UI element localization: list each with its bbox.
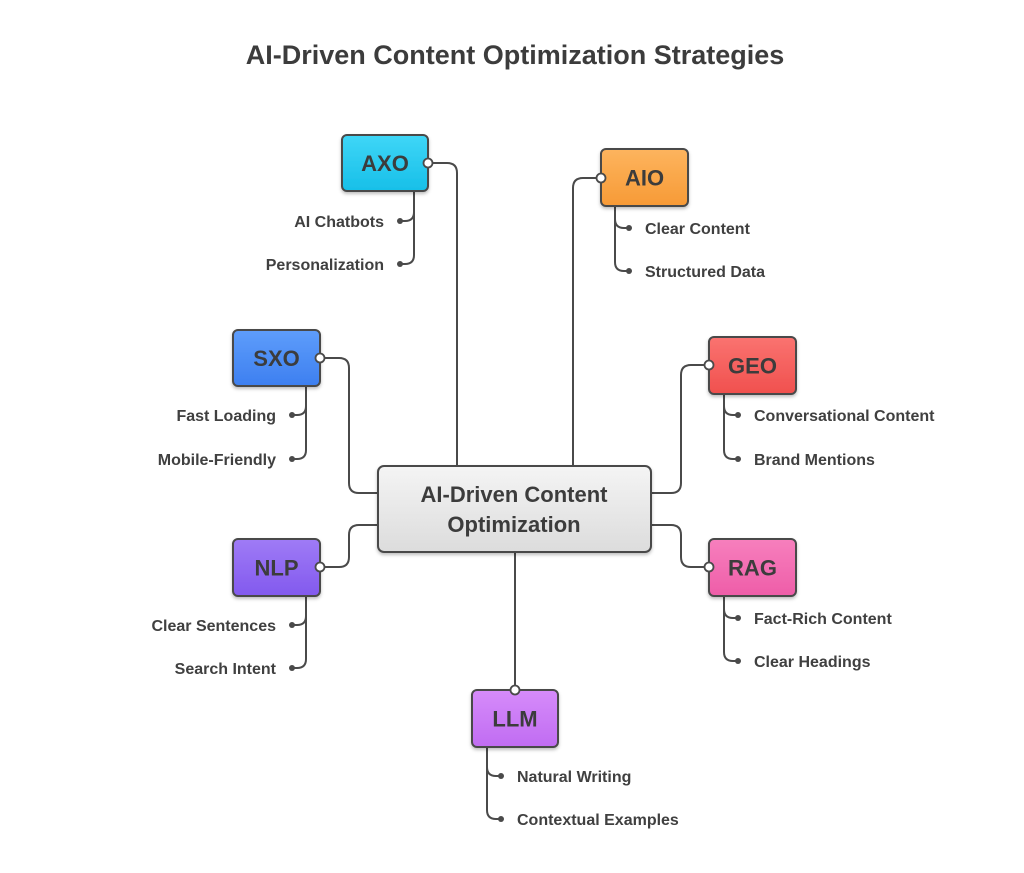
branch-sxo-label: SXO <box>253 346 299 371</box>
branch-rag-anchor-dot <box>703 561 715 573</box>
center-node-line-1: AI-Driven Content <box>421 482 609 507</box>
branch-axo-item: Personalization <box>266 257 384 274</box>
branch-sxo-item: Fast Loading <box>176 408 276 425</box>
connectors <box>292 162 738 820</box>
branch-llm-item-bullet <box>498 816 504 822</box>
branch-geo-item-bullet <box>735 412 741 418</box>
branch-geo-label: GEO <box>728 354 777 379</box>
branch-axo-item-bullet <box>397 261 403 267</box>
rag-connector <box>651 524 709 568</box>
branch-rag-item: Fact-Rich Content <box>754 611 892 628</box>
branch-sxo-item-bullet <box>289 412 295 418</box>
branch-rag-item-bullet <box>735 658 741 664</box>
branch-rag-label: RAG <box>728 556 777 581</box>
branch-axo-label: AXO <box>361 151 409 176</box>
branch-aio-item-bullet <box>626 268 632 274</box>
branch-rag-item: Clear Headings <box>754 654 871 671</box>
branch-llm-item-bullet <box>498 773 504 779</box>
center-node-box <box>377 465 652 553</box>
branch-geo-item-bullet <box>735 456 741 462</box>
nlp-items-connector <box>292 596 307 669</box>
sxo-connector <box>320 357 378 494</box>
sxo-items-connector <box>292 386 307 460</box>
diagram-title: AI-Driven Content Optimization Strategie… <box>246 40 785 70</box>
center-node: AI-Driven Content Optimization <box>377 465 652 553</box>
branch-aio-item-bullet <box>626 225 632 231</box>
branch-sxo-item-bullet <box>289 456 295 462</box>
branch-aio-item: Structured Data <box>645 264 765 281</box>
branch-sxo-anchor-dot <box>314 352 326 364</box>
llm-items-connector <box>486 747 501 820</box>
branch-aio-item: Clear Content <box>645 221 751 238</box>
branch-aio-label: AIO <box>625 166 664 191</box>
branch-llm-item: Contextual Examples <box>517 812 679 829</box>
branch-nlp-item-bullet <box>289 622 295 628</box>
aio-connector <box>572 177 601 466</box>
branch-nlp-item: Clear Sentences <box>151 618 276 635</box>
branch-nlp-anchor-dot <box>314 561 326 573</box>
branch-nlp-item: Search Intent <box>175 661 277 678</box>
branch-nlp-item-bullet <box>289 665 295 671</box>
aio-items-connector <box>614 206 629 272</box>
branch-llm-item: Natural Writing <box>517 769 631 786</box>
branch-axo-anchor-dot <box>422 157 434 169</box>
branch-axo-item: AI Chatbots <box>294 214 384 231</box>
branch-aio-anchor-dot <box>595 172 607 184</box>
branch-axo-item-bullet <box>397 218 403 224</box>
branch-geo-anchor-dot <box>703 359 715 371</box>
axo-items-connector <box>400 191 415 265</box>
center-node-line-2: Optimization <box>447 512 580 537</box>
branch-nlp-label: NLP <box>255 556 299 581</box>
axo-connector <box>428 162 458 466</box>
branch-sxo-item: Mobile-Friendly <box>158 452 276 469</box>
branch-llm-label: LLM <box>492 707 537 732</box>
branch-llm-anchor-dot <box>509 684 521 696</box>
branch-geo-item: Brand Mentions <box>754 452 875 469</box>
nlp-connector <box>320 524 378 568</box>
geo-items-connector <box>723 394 738 460</box>
branch-rag-item-bullet <box>735 615 741 621</box>
rag-items-connector <box>723 596 738 662</box>
branch-geo-item: Conversational Content <box>754 408 935 425</box>
geo-connector <box>651 364 709 494</box>
